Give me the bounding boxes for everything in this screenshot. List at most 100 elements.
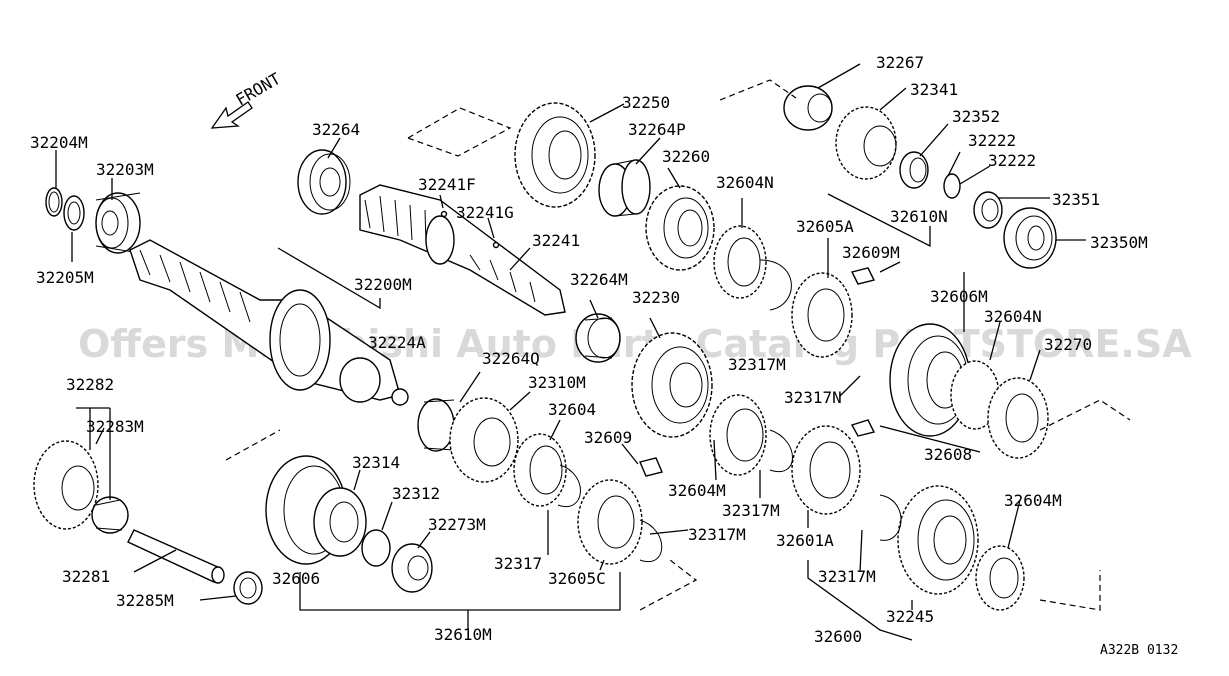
label-32264P: 32264P [628,120,686,139]
spring-32317M-c [639,519,663,563]
label-32267: 32267 [876,53,924,72]
label-32270: 32270 [1044,335,1092,354]
bearing-32203M [95,192,141,254]
label-32317M-c: 32317M [688,525,746,544]
spring-32317M-b [769,429,793,473]
spring-32317M-d [879,494,902,541]
label-32610M: 32610M [434,625,492,644]
bushing-32283M [91,496,129,534]
label-32241G: 32241G [456,203,514,222]
label-32610N: 32610N [890,207,948,226]
collar-32352 [899,151,929,189]
label-32273M: 32273M [428,515,486,534]
label-32245: 32245 [886,607,934,626]
snap-ring-32222 [943,173,961,199]
label-32222-b: 32222 [988,151,1036,170]
label-32264M: 32264M [570,270,628,289]
label-32314: 32314 [352,453,400,472]
bearing-32350M [1003,207,1057,269]
dash-box-c [225,429,281,461]
label-32230: 32230 [632,288,680,307]
label-32224A: 32224A [368,333,426,352]
dash-box-d [639,559,698,611]
label-32241F: 32241F [418,175,476,194]
sleeve-32606M [889,323,971,437]
front-label: FRONT [233,69,285,110]
label-32317N: 32317N [784,388,842,407]
dash-box-f [1039,570,1101,611]
gear-32260 [645,185,715,271]
label-32260: 32260 [662,147,710,166]
label-32310M: 32310M [528,373,586,392]
key-32608 [850,419,876,437]
key-32609M [850,267,876,285]
gear-32341 [835,106,897,180]
label-32200M: 32200M [354,275,412,294]
shaft-32200M [129,239,409,406]
gear-32250 [514,102,596,208]
label-32601A: 32601A [776,531,834,550]
label-32609: 32609 [584,428,632,447]
bearing-32267 [783,85,833,131]
label-32604N: 32604N [716,173,774,192]
label-32250: 32250 [622,93,670,112]
label-32264: 32264 [312,120,360,139]
snap-ring-32204M [45,187,63,217]
label-32604N-b: 32604N [984,307,1042,326]
bearing-32264 [297,149,351,215]
bearing-32264M [575,313,621,363]
label-32317M-b: 32317M [722,501,780,520]
label-32609M: 32609M [842,243,900,262]
label-32283M: 32283M [86,417,144,436]
sleeve-32606 [265,455,367,565]
label-32600: 32600 [814,627,862,646]
needle-bearing-32264Q [417,398,455,452]
label-32204M: 32204M [30,133,88,152]
label-32604M-b: 32604M [1004,491,1062,510]
dash-box-a [406,107,512,157]
label-32317: 32317 [494,554,542,573]
needle-bearing-32264P [598,159,651,217]
washer-32351 [973,191,1003,229]
label-32264Q: 32264Q [482,349,540,368]
label-32281: 32281 [62,567,110,586]
shaft-32281 [127,529,225,584]
label-32312: 32312 [392,484,440,503]
label-32241: 32241 [532,231,580,250]
gear-32282 [33,440,99,530]
label-32604M-a: 32604M [668,481,726,500]
hub-32605A [791,272,853,358]
synchro-ring-32604 [513,433,567,507]
label-32351: 32351 [1052,190,1100,209]
label-32350M: 32350M [1090,233,1148,252]
label-32317M-a: 32317M [728,355,786,374]
label-32222-a: 32222 [968,131,1016,150]
bushing-32273M [391,543,433,593]
plug-32241F [440,210,448,218]
label-32352: 32352 [952,107,1000,126]
key-32609 [639,457,663,477]
label-32205M: 32205M [36,268,94,287]
gear-32230 [631,332,713,438]
label-32341: 32341 [910,80,958,99]
gear-32270 [987,377,1049,459]
mainshaft-32241 [359,184,566,316]
label-32605A: 32605A [796,217,854,236]
synchro-ring-32604M-b [975,545,1025,611]
label-32606M: 32606M [930,287,988,306]
label-32604: 32604 [548,400,596,419]
gear-32601A [791,425,861,515]
spring-32317 [557,464,581,508]
synchro-ring-32604M-a [709,394,767,476]
label-32606: 32606 [272,569,320,588]
dash-box-e [1039,399,1131,431]
washer-32205M [63,195,85,231]
synchro-ring-32604N [713,225,767,299]
plug-32241G [492,241,500,249]
hub-32605C [577,479,643,565]
spring-32317M-a [759,259,792,311]
label-32605C: 32605C [548,569,606,588]
ring-32312 [361,529,391,567]
